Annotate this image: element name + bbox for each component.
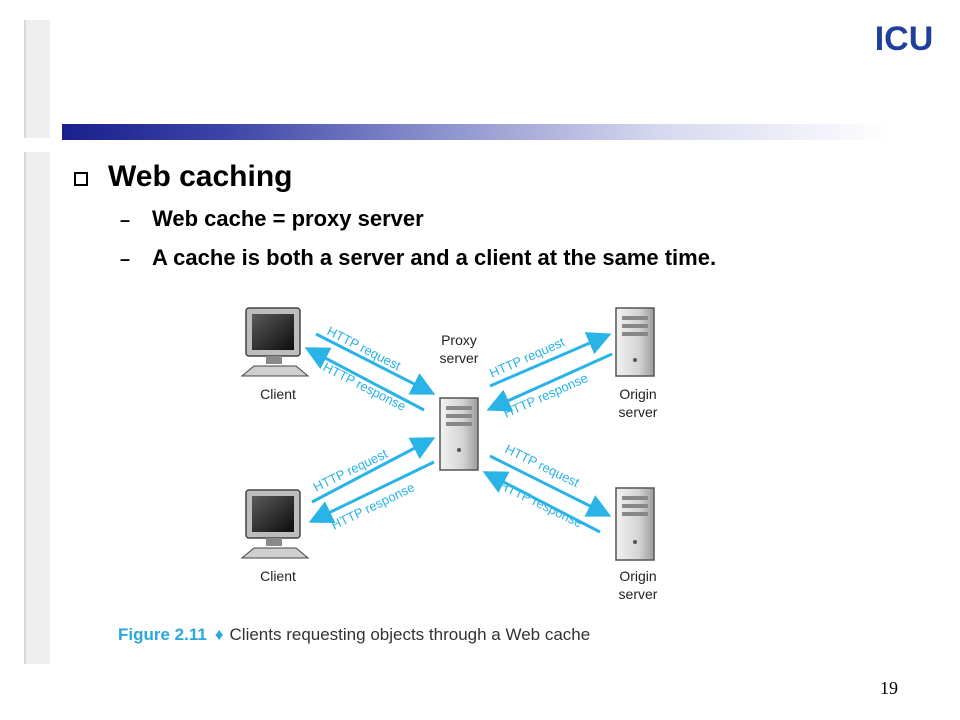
proxy-server-icon	[439, 397, 479, 471]
figure-caption-separator: ♦	[215, 625, 224, 644]
arrow-request-client1-to-proxy	[315, 332, 436, 395]
client-bottom-computer-icon	[240, 489, 310, 559]
client-bottom-label: Client	[260, 568, 296, 584]
arrow-response-origin2-to-proxy	[482, 471, 601, 534]
client-top-label: Client	[260, 386, 296, 402]
arrow-request-proxy-to-origin2	[489, 454, 612, 517]
figure-caption-label: Figure 2.11	[118, 625, 207, 644]
title-gradient-bar	[62, 124, 890, 140]
icu-logo-text: ICU	[875, 20, 934, 56]
icu-logo: ICU	[875, 20, 934, 56]
web-cache-diagram: Client Client Proxy server Origin server…	[118, 307, 658, 644]
sub-bullet-1: Web cache = proxy server	[152, 206, 424, 231]
origin-top-label-line2: server	[619, 404, 658, 420]
origin-bottom-label-line2: server	[619, 586, 658, 602]
bullet-square	[74, 172, 88, 186]
arrow-response-proxy-to-client2	[308, 460, 435, 523]
arrow-response-proxy-to-client1	[304, 347, 425, 412]
slide-heading: Web caching	[108, 160, 293, 193]
origin-bottom-label-line1: Origin	[619, 568, 656, 584]
sub-bullet-dash-2: –	[120, 249, 131, 269]
proxy-label-line1: Proxy	[441, 332, 477, 348]
arrow-response-origin1-to-proxy	[486, 352, 613, 412]
origin-top-label-line1: Origin	[619, 386, 656, 402]
origin-server-bottom-icon	[615, 487, 655, 561]
arrow-request-client2-to-proxy	[311, 437, 436, 504]
sub-bullet-2: A cache is both a server and a client at…	[152, 245, 717, 270]
proxy-label-line2: server	[440, 350, 479, 366]
label-response-origin1: HTTP response	[501, 370, 590, 421]
page-number: 19	[880, 678, 898, 698]
left-decor-bar-top	[24, 20, 50, 138]
figure-caption-text: Clients requesting objects through a Web…	[230, 625, 591, 644]
arrow-request-proxy-to-origin1	[489, 332, 612, 388]
left-decor-bar-bottom	[24, 152, 50, 664]
figure-caption: Figure 2.11 ♦ Clients requesting objects t…	[118, 625, 590, 644]
client-top-computer-icon	[240, 307, 310, 377]
origin-server-top-icon	[615, 307, 655, 377]
sub-bullet-dash-1: –	[120, 210, 131, 230]
